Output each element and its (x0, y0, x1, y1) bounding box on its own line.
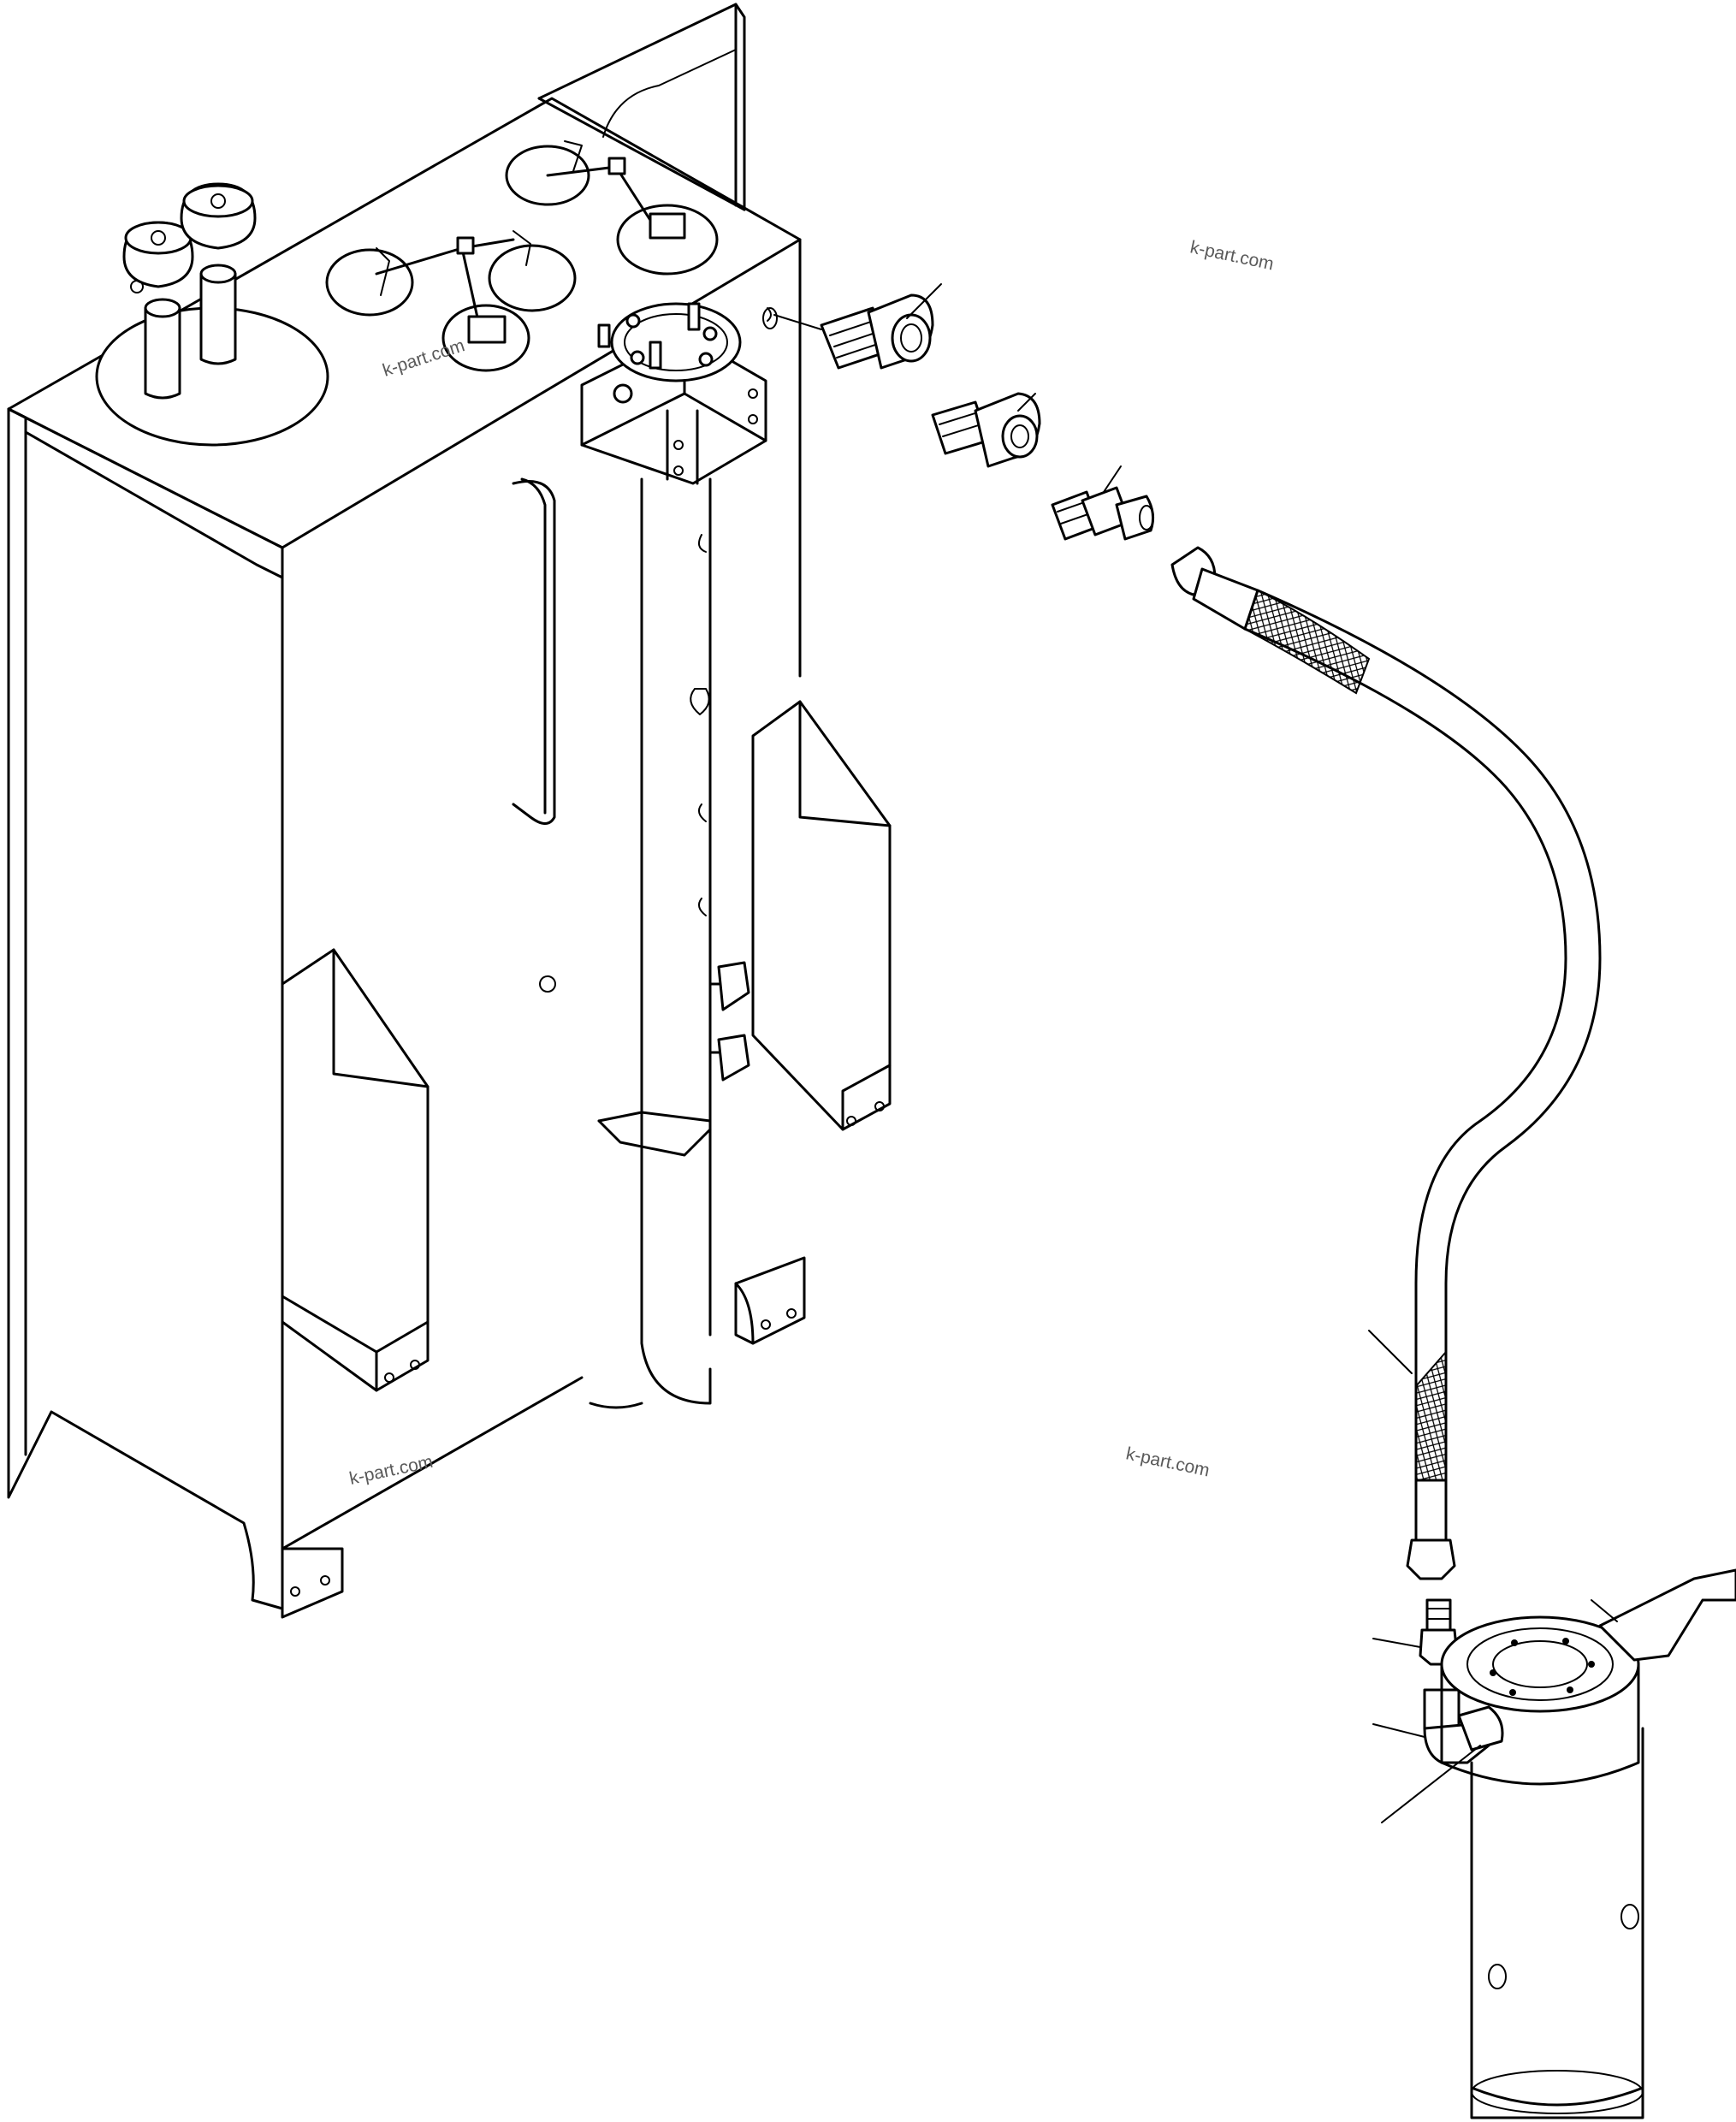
top-cover (325, 140, 719, 372)
elbow (1372, 1688, 1504, 1823)
suction-pipe (589, 477, 892, 1409)
watermark-text: k-part.com (380, 335, 466, 381)
watermark-text: k-part.com (1124, 1443, 1212, 1480)
watermark-text: k-part.com (347, 1452, 435, 1489)
watermark-text: k-part.com (1188, 237, 1276, 274)
hydraulic-filter-head (580, 302, 772, 485)
hose (1170, 546, 1602, 1580)
elbow-adapter (762, 283, 942, 370)
quick-coupler (931, 392, 1041, 468)
hydraulic-tank (7, 3, 802, 1619)
tank-cap (95, 182, 329, 447)
cylinder-unit (1440, 1568, 1736, 2119)
connector (1051, 465, 1155, 541)
